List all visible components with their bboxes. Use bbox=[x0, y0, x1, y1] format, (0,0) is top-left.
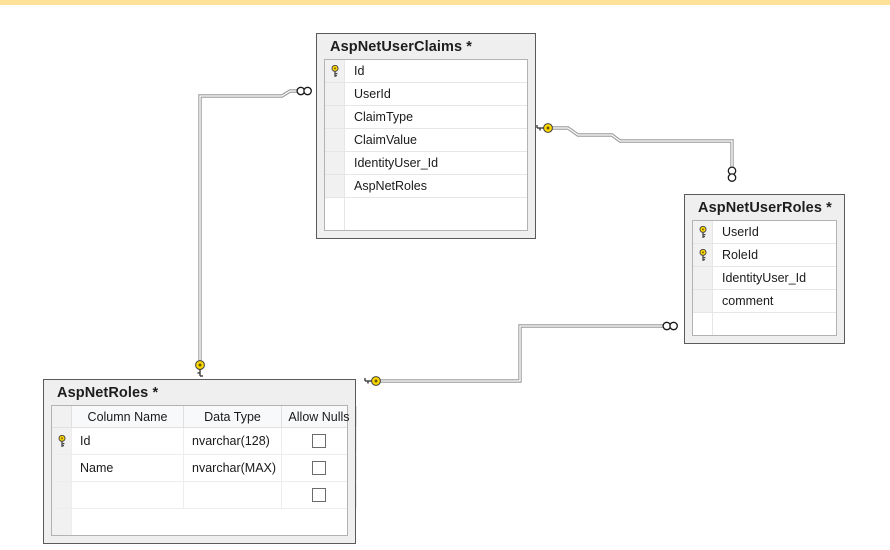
key-gutter bbox=[325, 152, 345, 174]
table-row[interactable]: ClaimType bbox=[325, 106, 527, 129]
column-name: UserId bbox=[722, 225, 759, 239]
key-gutter bbox=[325, 60, 345, 82]
cell-spacer bbox=[357, 455, 365, 481]
one-endpoint-key-icon bbox=[536, 122, 554, 134]
table-title: AspNetUserClaims * bbox=[330, 39, 473, 55]
cell-allow-nulls[interactable] bbox=[282, 428, 357, 454]
key-gutter bbox=[693, 221, 713, 243]
key-gutter bbox=[693, 244, 713, 266]
key-gutter bbox=[693, 313, 713, 335]
checkbox-icon[interactable] bbox=[312, 461, 326, 475]
column-detail-grid[interactable]: Column Name Data Type Allow Nulls Id nv bbox=[51, 405, 357, 536]
key-icon bbox=[699, 248, 706, 261]
column-name bbox=[713, 313, 836, 335]
column-name bbox=[345, 198, 527, 230]
table-row-empty[interactable] bbox=[325, 198, 527, 230]
column-name: comment bbox=[722, 294, 774, 308]
column-name: ClaimType bbox=[354, 110, 414, 124]
grid-filler bbox=[52, 509, 347, 535]
relationship-userclaims-to-userroles[interactable] bbox=[536, 122, 737, 182]
checkbox-icon[interactable] bbox=[312, 488, 326, 502]
header-allow-nulls[interactable]: Allow Nulls bbox=[282, 406, 357, 427]
column-name: AspNetRoles bbox=[354, 179, 427, 193]
table-row[interactable]: AspNetRoles bbox=[325, 175, 527, 198]
table-row-empty[interactable] bbox=[52, 482, 357, 509]
column-name: IdentityUser_Id bbox=[354, 156, 439, 170]
top-accent-strip bbox=[0, 0, 890, 5]
key-gutter bbox=[325, 198, 345, 230]
key-gutter-header bbox=[52, 406, 72, 427]
header-data-type[interactable]: Data Type bbox=[184, 406, 282, 427]
key-gutter bbox=[693, 290, 713, 312]
key-gutter bbox=[325, 175, 345, 197]
many-endpoint-infinity-icon bbox=[662, 321, 678, 331]
key-gutter bbox=[52, 509, 72, 535]
key-icon bbox=[58, 434, 65, 447]
table-aspnetuserclaims[interactable]: AspNetUserClaims * Id UserId bbox=[316, 33, 536, 239]
many-endpoint-infinity-icon bbox=[727, 166, 737, 182]
table-row[interactable]: UserId bbox=[325, 83, 527, 106]
column-grid[interactable]: Id UserId ClaimType ClaimValue IdentityU… bbox=[324, 59, 528, 231]
key-gutter bbox=[325, 129, 345, 151]
cell-column-name[interactable]: Name bbox=[72, 455, 184, 481]
table-row[interactable]: IdentityUser_Id bbox=[325, 152, 527, 175]
key-icon bbox=[331, 64, 338, 77]
column-grid[interactable]: UserId RoleId IdentityUser_Id bbox=[692, 220, 837, 336]
one-endpoint-key-icon bbox=[364, 375, 382, 387]
table-title: AspNetUserRoles * bbox=[698, 200, 832, 216]
checkbox-icon[interactable] bbox=[312, 434, 326, 448]
cell-allow-nulls[interactable] bbox=[282, 455, 357, 481]
table-title: AspNetRoles * bbox=[57, 385, 159, 401]
table-row-empty[interactable] bbox=[693, 313, 836, 335]
cell-spacer bbox=[357, 428, 365, 454]
cell-data-type[interactable]: nvarchar(128) bbox=[184, 428, 282, 454]
key-gutter bbox=[52, 455, 72, 481]
table-row[interactable]: UserId bbox=[693, 221, 836, 244]
key-gutter bbox=[693, 267, 713, 289]
relationship-roles-to-userclaims[interactable] bbox=[194, 86, 312, 377]
table-aspnetuserroles[interactable]: AspNetUserRoles * UserId bbox=[684, 194, 845, 344]
cell-column-name[interactable]: Id bbox=[72, 428, 184, 454]
table-row[interactable]: Id nvarchar(128) bbox=[52, 428, 357, 455]
table-aspnetroles[interactable]: AspNetRoles * Column Name Data Type Allo… bbox=[43, 379, 357, 544]
relationship-roles-to-userroles[interactable] bbox=[364, 321, 678, 387]
column-name: ClaimValue bbox=[354, 133, 417, 147]
one-endpoint-key-icon bbox=[194, 359, 206, 377]
cell-spacer bbox=[72, 509, 347, 535]
key-icon bbox=[699, 225, 706, 238]
column-name: Id bbox=[354, 64, 365, 78]
column-name: UserId bbox=[354, 87, 391, 101]
key-gutter bbox=[52, 482, 72, 508]
cell-column-name[interactable] bbox=[72, 482, 184, 508]
key-gutter bbox=[325, 106, 345, 128]
key-gutter bbox=[325, 83, 345, 105]
table-row[interactable]: RoleId bbox=[693, 244, 836, 267]
table-row[interactable]: Id bbox=[325, 60, 527, 83]
table-row[interactable]: IdentityUser_Id bbox=[693, 267, 836, 290]
header-column-name[interactable]: Column Name bbox=[72, 406, 184, 427]
table-row[interactable]: comment bbox=[693, 290, 836, 313]
cell-allow-nulls[interactable] bbox=[282, 482, 357, 508]
grid-header-row: Column Name Data Type Allow Nulls bbox=[52, 406, 357, 428]
key-gutter bbox=[52, 428, 72, 454]
cell-data-type[interactable]: nvarchar(MAX) bbox=[184, 455, 282, 481]
cell-spacer bbox=[357, 482, 365, 508]
many-endpoint-infinity-icon bbox=[296, 86, 312, 96]
table-row[interactable]: Name nvarchar(MAX) bbox=[52, 455, 357, 482]
column-name: IdentityUser_Id bbox=[722, 271, 807, 285]
table-row[interactable]: ClaimValue bbox=[325, 129, 527, 152]
column-name: RoleId bbox=[722, 248, 759, 262]
cell-data-type[interactable] bbox=[184, 482, 282, 508]
